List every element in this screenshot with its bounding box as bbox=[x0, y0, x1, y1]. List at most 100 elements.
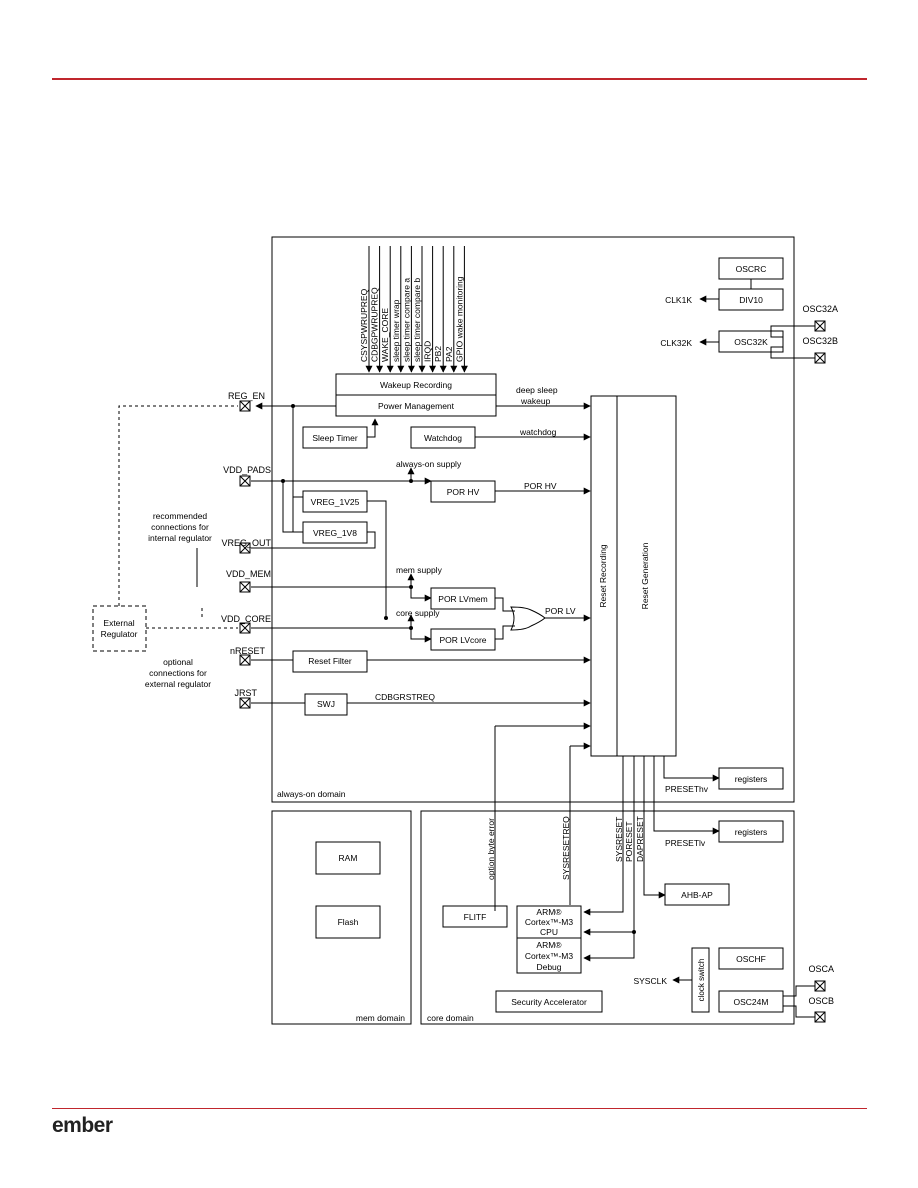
flash-block bbox=[315, 905, 381, 939]
osc24m-block bbox=[718, 990, 784, 1013]
pin-marker bbox=[239, 622, 251, 634]
wake-signal-label: CDBGPWRUPREQ bbox=[370, 287, 380, 362]
sleep-timer-label: Sleep Timer bbox=[312, 433, 358, 443]
wake-signal-label: sleep timer wrap bbox=[391, 299, 401, 362]
por-lv-signal-label: POR LV bbox=[545, 606, 576, 616]
recommended-line3: internal regulator bbox=[148, 533, 212, 543]
pin-marker bbox=[814, 1011, 826, 1023]
vreg-out-pin-label: VREG_OUT bbox=[221, 538, 271, 548]
footer-rule bbox=[52, 1108, 867, 1109]
arm-cpu-line2: Cortex™-M3 bbox=[525, 917, 573, 927]
osc32b-pin-label: OSC32B bbox=[802, 336, 838, 346]
pin-marker bbox=[239, 581, 251, 593]
pin-marker bbox=[814, 320, 826, 332]
preset-lv-label: PRESETlv bbox=[665, 838, 706, 848]
core-supply-label: core supply bbox=[396, 608, 440, 618]
vreg-1v25-label: VREG_1V25 bbox=[311, 497, 360, 507]
pin-marker bbox=[239, 542, 251, 554]
reset-filter-block bbox=[292, 650, 368, 673]
reset-filter-label: Reset Filter bbox=[308, 656, 352, 666]
security-accelerator-block bbox=[495, 990, 603, 1013]
clock-switch-label: clock switch bbox=[697, 959, 706, 1002]
osc32k-label: OSC32K bbox=[734, 337, 768, 347]
wake-signal-label: GPIO wake monitoring bbox=[454, 276, 464, 362]
clk32k-label: CLK32K bbox=[660, 338, 692, 348]
pin-marker bbox=[239, 400, 251, 412]
always-on-domain-label: always-on domain bbox=[277, 789, 346, 799]
cdbgrstreq-label: CDBGRSTREQ bbox=[375, 692, 435, 702]
vdd-core-pin-label: VDD_CORE bbox=[221, 614, 271, 624]
external-regulator-line2: Regulator bbox=[101, 629, 138, 639]
sysresetreq-label: SYSRESETREQ bbox=[561, 816, 571, 880]
ahb-ap-block bbox=[664, 883, 730, 906]
dapreset-label: DAPRESET bbox=[635, 816, 645, 862]
sysreset-label: SYSRESET bbox=[614, 817, 624, 862]
watchdog-signal-label: watchdog bbox=[519, 427, 557, 437]
recommended-line2: connections for bbox=[151, 522, 209, 532]
por-hv-label: POR HV bbox=[447, 487, 480, 497]
ram-block bbox=[315, 841, 381, 875]
wake-signal-label: sleep timer compare a bbox=[401, 278, 411, 362]
deep-sleep-label-2: wakeup bbox=[520, 396, 551, 406]
jrst-pin-label: JRST bbox=[235, 688, 258, 698]
reset-generation-block bbox=[616, 395, 677, 757]
security-accelerator-label: Security Accelerator bbox=[511, 997, 587, 1007]
always-on-domain-box bbox=[271, 236, 795, 803]
div10-label: DIV10 bbox=[739, 295, 763, 305]
flitf-block bbox=[442, 905, 508, 928]
swj-label: SWJ bbox=[317, 699, 335, 709]
mem-domain-label: mem domain bbox=[356, 1013, 405, 1023]
flash-label: Flash bbox=[338, 917, 359, 927]
pin-markers bbox=[239, 320, 826, 1023]
wake-signal-label: sleep timer compare b bbox=[412, 278, 422, 362]
junction-dots bbox=[281, 404, 636, 934]
osc24m-label: OSC24M bbox=[734, 997, 769, 1007]
arm-debug-line3: Debug bbox=[536, 962, 561, 972]
preset-hv-label: PRESEThv bbox=[665, 784, 709, 794]
vreg-1v8-label: VREG_1V8 bbox=[313, 528, 357, 538]
osc-rc-label: OSCRC bbox=[736, 264, 767, 274]
core-domain-box bbox=[420, 810, 795, 1025]
oscb-pin-label: OSCB bbox=[808, 996, 834, 1006]
flitf-label: FLITF bbox=[464, 912, 487, 922]
wake-signal-label: WAKE_CORE bbox=[380, 308, 390, 362]
wake-signal-label: CSYSPWRUPREQ bbox=[359, 288, 369, 362]
registers-core-label: registers bbox=[735, 827, 768, 837]
power-management-label: Power Management bbox=[378, 401, 455, 411]
arm-cpu-line1: ARM® bbox=[536, 907, 562, 917]
wake-signal-label: IRQD bbox=[423, 341, 433, 362]
mem-domain-box bbox=[271, 810, 412, 1025]
vdd-mem-pin-label: VDD_MEM bbox=[226, 569, 271, 579]
osca-pin-label: OSCA bbox=[808, 964, 834, 974]
optional-line1: optional bbox=[163, 657, 193, 667]
wake-signal-label: PB2 bbox=[433, 346, 443, 362]
watchdog-label: Watchdog bbox=[424, 433, 462, 443]
vdd-pads-pin-label: VDD_PADS bbox=[223, 465, 271, 475]
arm-debug-block bbox=[516, 937, 582, 974]
pin-marker bbox=[814, 980, 826, 992]
reset-recording-label: Reset Recording bbox=[598, 544, 608, 608]
optional-line3: external regulator bbox=[145, 679, 211, 689]
swj-block bbox=[304, 693, 348, 716]
core-domain-label: core domain bbox=[427, 1013, 474, 1023]
osc-hf-label: OSCHF bbox=[736, 954, 766, 964]
osc-hf-block bbox=[718, 947, 784, 970]
reg-en-pin-label: REG_EN bbox=[228, 391, 265, 401]
clk1k-label: CLK1K bbox=[665, 295, 692, 305]
wake-signal-label: PA2 bbox=[444, 346, 454, 362]
poreset-label: PORESET bbox=[624, 821, 634, 862]
por-hv-signal-label: POR HV bbox=[524, 481, 557, 491]
deep-sleep-label-1: deep sleep bbox=[516, 385, 558, 395]
pin-marker bbox=[239, 697, 251, 709]
arm-debug-line2: Cortex™-M3 bbox=[525, 951, 573, 961]
ember-logo: ember bbox=[52, 1114, 113, 1137]
por-lvcore-label: POR LVcore bbox=[439, 635, 486, 645]
reset-generation-label: Reset Generation bbox=[640, 542, 650, 609]
optional-line2: connections for bbox=[149, 668, 207, 678]
por-lvmem-label: POR LVmem bbox=[438, 594, 487, 604]
nreset-pin-label: nRESET bbox=[230, 646, 266, 656]
wakeup-recording-label: Wakeup Recording bbox=[380, 380, 452, 390]
pin-marker bbox=[814, 352, 826, 364]
